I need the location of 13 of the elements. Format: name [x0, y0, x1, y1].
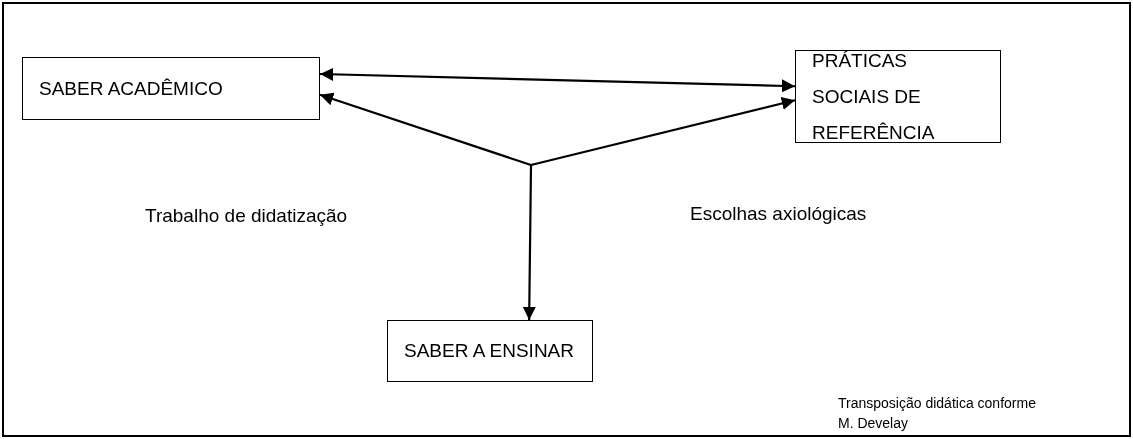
- arrow: [319, 92, 532, 167]
- text-box: [795, 50, 1001, 143]
- box-label: SABER ACADÊMICO: [39, 76, 224, 101]
- text-box: [387, 320, 593, 382]
- arrow: [522, 165, 536, 320]
- text-box: [22, 57, 320, 120]
- annotation-text: Escolhas axiológicas: [690, 202, 867, 226]
- annotation-text: Transposição didática conforme M. Develay: [838, 394, 1037, 433]
- box-label: SABER A ENSINAR: [404, 339, 575, 363]
- arrow: [319, 67, 796, 93]
- box-label: PRÁTICAS SOCIAIS DE REFERÊNCIA: [812, 48, 936, 145]
- annotation-text: Trabalho de didatização: [145, 204, 348, 228]
- arrow: [530, 96, 796, 167]
